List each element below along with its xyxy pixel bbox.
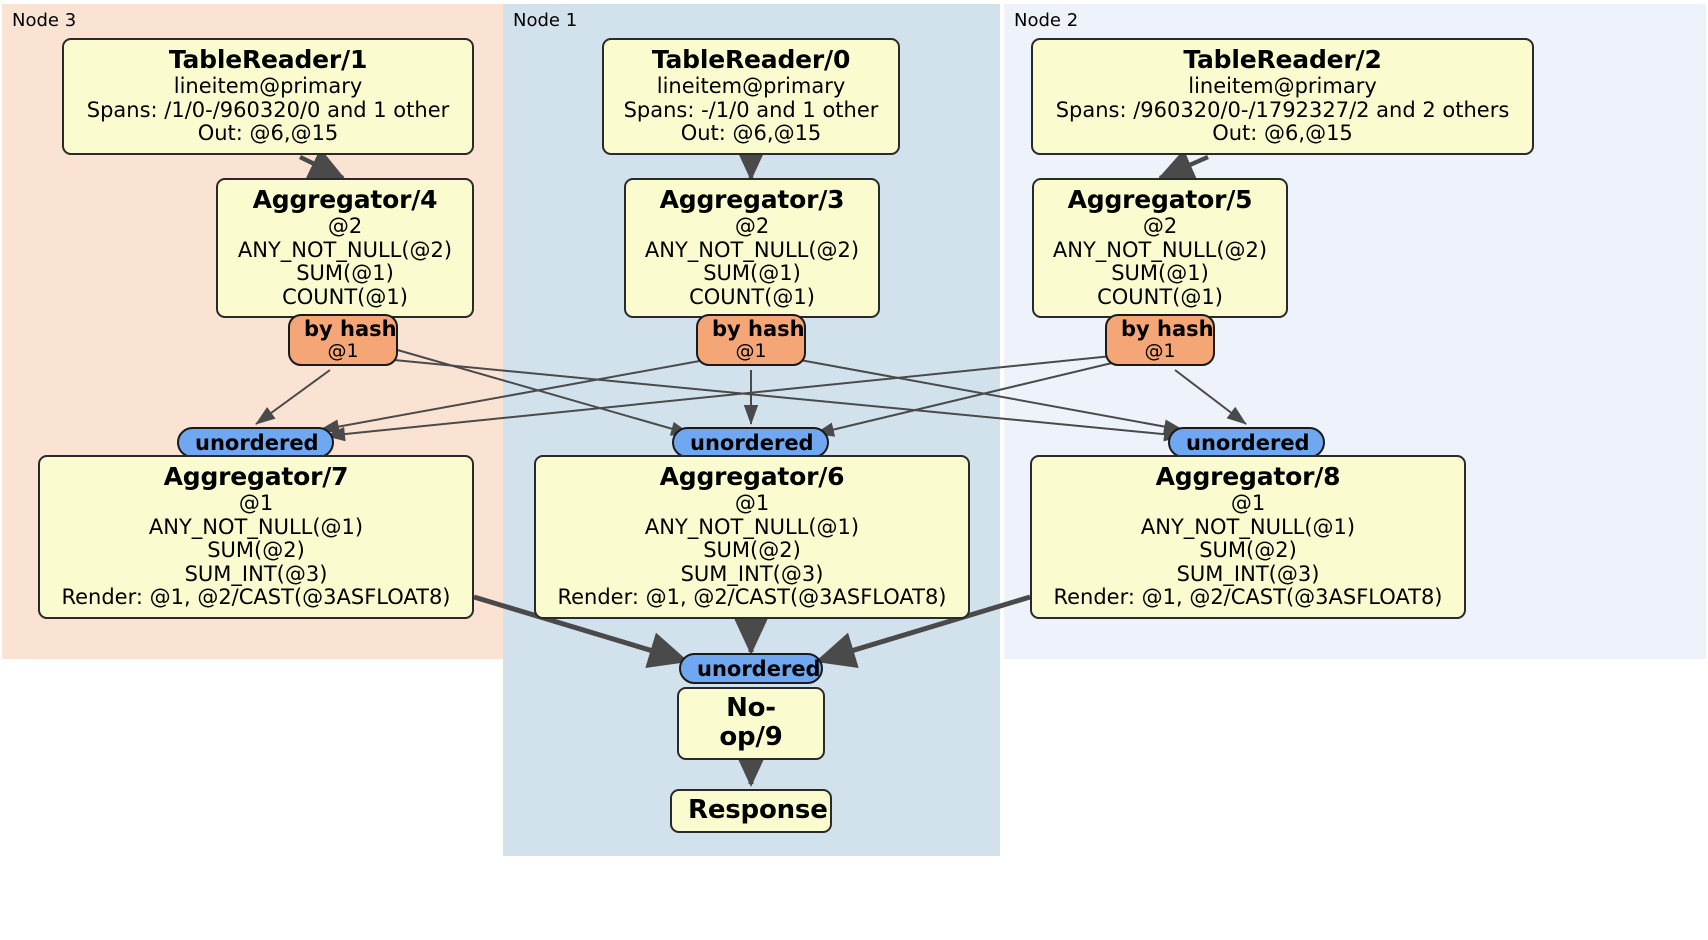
processor-detail-render: Render: @1, @2/CAST(@3ASFLOAT8) [557, 585, 947, 610]
processor-detail-agg1: ANY_NOT_NULL(@2) [644, 237, 860, 262]
processor-title: TableReader/2 [1183, 45, 1382, 74]
processor-detail-table: lineitem@primary [1188, 74, 1377, 98]
processor-detail-groupcol: @2 [734, 214, 770, 238]
processor-aggregator5[interactable]: Aggregator/5 @2 ANY_NOT_NULL(@2) SUM(@1)… [1032, 178, 1288, 319]
router-title: by hash [1121, 317, 1214, 341]
processor-detail-agg2: SUM(@2) [207, 538, 305, 563]
processor-tablereader1[interactable]: TableReader/1 lineitem@primary Spans: /1… [62, 38, 474, 155]
processor-aggregator8[interactable]: Aggregator/8 @1 ANY_NOT_NULL(@1) SUM(@2)… [1030, 455, 1466, 619]
processor-detail-agg3: SUM_INT(@3) [1176, 561, 1320, 586]
router-unordered-7[interactable]: unordered [177, 427, 334, 458]
processor-title: Aggregator/6 [659, 462, 845, 491]
processor-title: Aggregator/5 [1067, 185, 1253, 214]
processor-detail-agg1: ANY_NOT_NULL(@1) [1140, 514, 1356, 539]
router-subtitle: @1 [327, 339, 359, 362]
processor-detail-agg3: SUM_INT(@3) [184, 561, 328, 586]
processor-detail-agg2: SUM(@1) [296, 261, 394, 286]
processor-tablereader0[interactable]: TableReader/0 lineitem@primary Spans: -/… [602, 38, 900, 155]
processor-aggregator6[interactable]: Aggregator/6 @1 ANY_NOT_NULL(@1) SUM(@2)… [534, 455, 970, 619]
processor-detail-agg1: ANY_NOT_NULL(@1) [148, 514, 364, 539]
processor-detail-agg3: SUM_INT(@3) [680, 561, 824, 586]
processor-detail-groupcol: @1 [734, 491, 770, 515]
processor-detail-spans: Spans: /960320/0-/1792327/2 and 2 others [1055, 97, 1510, 122]
router-subtitle: @1 [1144, 339, 1176, 362]
processor-detail-render: Render: @1, @2/CAST(@3ASFLOAT8) [1053, 585, 1443, 610]
processor-detail-out: Out: @6,@15 [1212, 121, 1353, 146]
processor-detail-agg2: SUM(@1) [1111, 261, 1209, 286]
router-by-hash-5[interactable]: by hash @1 [1105, 314, 1215, 367]
node-panel-label-node1: Node 1 [513, 10, 578, 31]
processor-aggregator4[interactable]: Aggregator/4 @2 ANY_NOT_NULL(@2) SUM(@1)… [216, 178, 474, 319]
processor-detail-groupcol: @1 [238, 491, 274, 515]
processor-aggregator3[interactable]: Aggregator/3 @2 ANY_NOT_NULL(@2) SUM(@1)… [624, 178, 880, 319]
processor-title: Response [688, 795, 828, 825]
processor-detail-render: Render: @1, @2/CAST(@3ASFLOAT8) [61, 585, 451, 610]
processor-detail-table: lineitem@primary [173, 74, 363, 98]
processor-aggregator7[interactable]: Aggregator/7 @1 ANY_NOT_NULL(@1) SUM(@2)… [38, 455, 474, 619]
processor-detail-out: Out: @6,@15 [680, 121, 822, 146]
router-by-hash-4[interactable]: by hash @1 [288, 314, 398, 367]
processor-detail-agg2: SUM(@1) [703, 261, 801, 286]
processor-detail-agg1: ANY_NOT_NULL(@1) [644, 514, 860, 539]
processor-title: Aggregator/4 [252, 185, 438, 214]
router-title: by hash [712, 317, 805, 341]
processor-detail-groupcol: @1 [1230, 491, 1266, 515]
processor-noop9[interactable]: No-op/9 [677, 687, 825, 761]
processor-title: Aggregator/3 [659, 185, 845, 214]
processor-detail-table: lineitem@primary [656, 74, 846, 98]
router-by-hash-3[interactable]: by hash @1 [696, 314, 806, 367]
processor-detail-agg3: COUNT(@1) [1097, 284, 1223, 309]
router-unordered-6[interactable]: unordered [672, 427, 829, 458]
processor-detail-agg1: ANY_NOT_NULL(@2) [1052, 237, 1268, 262]
processor-title: TableReader/1 [168, 45, 368, 74]
processor-detail-groupcol: @2 [1142, 214, 1178, 238]
processor-detail-agg3: COUNT(@1) [282, 284, 408, 309]
processor-tablereader2[interactable]: TableReader/2 lineitem@primary Spans: /9… [1031, 38, 1534, 155]
node-panel-label-node2: Node 2 [1014, 10, 1079, 31]
processor-title: Aggregator/8 [1155, 462, 1341, 491]
processor-detail-spans: Spans: -/1/0 and 1 other [623, 97, 879, 122]
node-panel-label-node3: Node 3 [12, 10, 77, 31]
processor-detail-agg1: ANY_NOT_NULL(@2) [237, 237, 453, 262]
router-unordered-8[interactable]: unordered [1168, 427, 1325, 458]
router-subtitle: @1 [735, 339, 767, 362]
processor-detail-spans: Spans: /1/0-/960320/0 and 1 other [86, 97, 450, 122]
processor-response[interactable]: Response [670, 789, 832, 834]
processor-detail-groupcol: @2 [327, 214, 363, 238]
processor-detail-agg2: SUM(@2) [1199, 538, 1297, 563]
processor-detail-agg3: COUNT(@1) [689, 284, 815, 309]
processor-title: TableReader/0 [651, 45, 851, 74]
router-unordered-9[interactable]: unordered [679, 653, 823, 684]
router-title: by hash [304, 317, 397, 341]
processor-detail-out: Out: @6,@15 [197, 121, 339, 146]
processor-title: No-op/9 [719, 693, 783, 753]
processor-detail-agg2: SUM(@2) [703, 538, 801, 563]
processor-title: Aggregator/7 [163, 462, 349, 491]
